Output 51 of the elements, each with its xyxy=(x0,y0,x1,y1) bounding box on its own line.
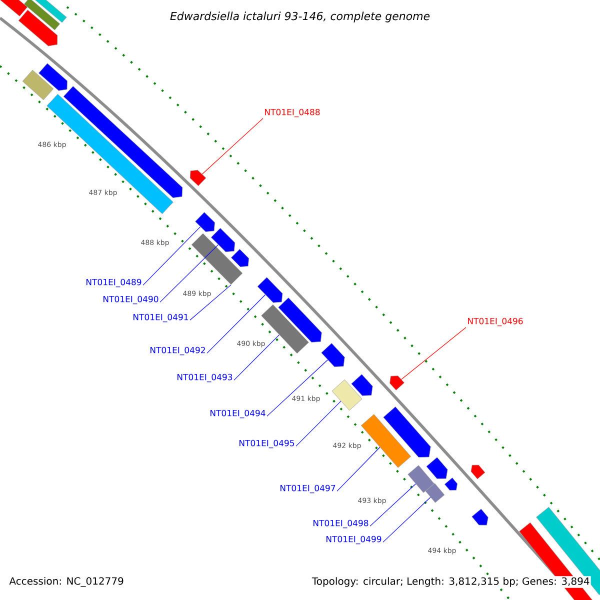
gene-block xyxy=(38,63,68,91)
leader-line xyxy=(401,327,466,380)
gene-block xyxy=(426,457,448,479)
gene-block xyxy=(22,70,54,100)
leader-line xyxy=(266,360,328,416)
leader-line xyxy=(234,334,280,380)
gene-label: NT01EI_0497 xyxy=(280,484,336,494)
gene-label: NT01EI_0492 xyxy=(150,346,205,356)
gene-block xyxy=(472,508,488,526)
accession-text: Accession: NC_012779 xyxy=(9,577,124,587)
gene-label: NT01EI_0496 xyxy=(468,318,523,326)
gene-block xyxy=(24,0,60,30)
leader-line xyxy=(382,496,431,542)
gene-block xyxy=(190,170,206,186)
leader-line xyxy=(336,446,380,492)
gene-block xyxy=(0,0,28,16)
gene-block xyxy=(351,374,373,396)
gene-block xyxy=(332,379,362,411)
gene-label: NT01EI_0498 xyxy=(314,520,368,528)
gene-block xyxy=(230,248,250,268)
leader-line xyxy=(142,226,201,286)
gene-label: NT01EI_0499 xyxy=(326,536,382,544)
gene-label: NT01EI_0489 xyxy=(86,278,142,288)
title: Edwardsiella ictaluri 93-146, complete genome xyxy=(170,12,430,22)
gene-block xyxy=(195,212,215,232)
genome-info-text: Topology: circular; Length: 3,812,315 bp; Genes: 3,894 xyxy=(310,576,591,588)
gene-block xyxy=(390,376,404,390)
gene-block xyxy=(383,406,431,458)
gene-block xyxy=(191,233,243,285)
gene-label: NT01EI_0494 xyxy=(210,410,266,418)
leader-line xyxy=(190,284,232,320)
gene-block xyxy=(408,465,434,493)
gene-label: NT01EI_0495 xyxy=(240,440,294,448)
gene-block xyxy=(470,464,486,480)
leader-line xyxy=(160,244,219,302)
gene-block xyxy=(360,414,412,468)
gene-label: NT01EI_0488 xyxy=(265,108,320,118)
leader-line xyxy=(206,294,266,354)
gene-block xyxy=(444,478,458,490)
gene-block xyxy=(321,343,345,367)
gene-label: NT01EI_0493 xyxy=(178,374,232,382)
gene-block xyxy=(18,10,58,46)
gene-block xyxy=(425,483,445,503)
gene-block xyxy=(210,228,236,252)
gene-block xyxy=(278,298,322,342)
leader-line xyxy=(202,118,264,174)
gene-label: NT01EI_0491 xyxy=(134,314,188,322)
leader-line xyxy=(370,484,416,526)
gene-label: NT01EI_0490 xyxy=(104,296,158,304)
leader-line xyxy=(296,400,342,446)
gene-block xyxy=(257,277,283,303)
